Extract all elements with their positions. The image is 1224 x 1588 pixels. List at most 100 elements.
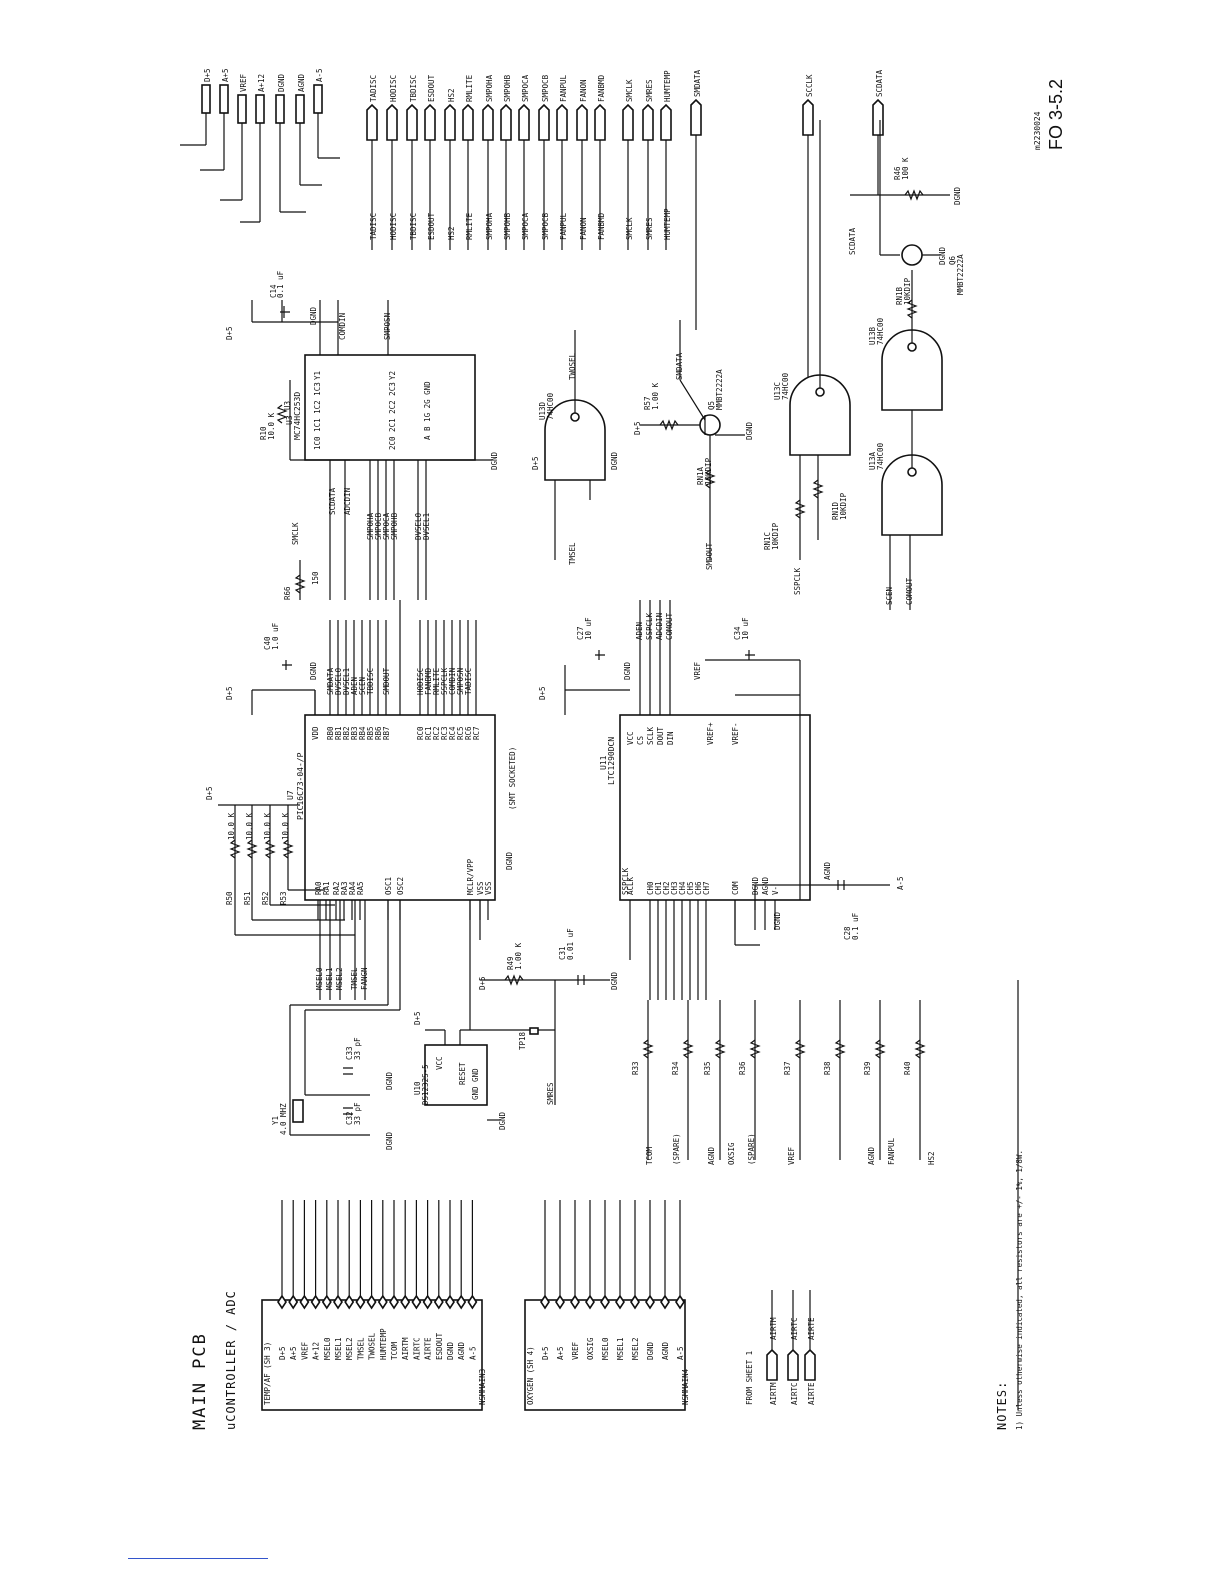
net-label-smclk: SMCLK bbox=[625, 217, 634, 240]
svg-text:C34: C34 bbox=[733, 626, 742, 640]
u7-net-comdin: COMDIN bbox=[448, 668, 457, 695]
svg-text:SMPOHA: SMPOHA bbox=[366, 512, 375, 540]
svg-text:TWOSEL: TWOSEL bbox=[568, 352, 577, 380]
from-sheet-1: FROM SHEET 1 AIRTMAIRTMAIRTCAIRTCAIRTEAI… bbox=[745, 1290, 816, 1405]
port-esdout bbox=[424, 103, 436, 141]
u11-pin-ch2: CH2 bbox=[662, 881, 671, 895]
pin-oxsig: OXSIG bbox=[586, 1337, 595, 1360]
u7-pin-ra4: RA4 bbox=[348, 881, 357, 895]
svg-text:10KDIP: 10KDIP bbox=[839, 492, 848, 520]
pin-tcom: TCOM bbox=[390, 1341, 399, 1360]
u11-pin-cs: CS bbox=[636, 735, 645, 745]
svg-text:VREF: VREF bbox=[693, 661, 702, 680]
svg-text:SMPOHB: SMPOHB bbox=[390, 512, 399, 540]
svg-text:D+5: D+5 bbox=[633, 421, 642, 435]
pin-d+5: D+5 bbox=[278, 1346, 287, 1360]
connector-temp-ref: NSMMAIN3 bbox=[478, 1369, 487, 1405]
note-1: 1) Unless otherwise indicated, all resis… bbox=[1015, 1150, 1024, 1430]
svg-text:33 pF: 33 pF bbox=[353, 1102, 362, 1125]
svg-text:DGND: DGND bbox=[505, 851, 514, 870]
adc-net-4: (SPARE) bbox=[747, 1133, 756, 1165]
crystal-ref: Y1 bbox=[271, 1116, 280, 1125]
svg-text:SMRES: SMRES bbox=[546, 1082, 555, 1105]
svg-text:DGND: DGND bbox=[385, 1131, 394, 1150]
adc-res-ref-7: R40 bbox=[903, 1061, 912, 1075]
u7-pin-vss: VSS bbox=[476, 881, 485, 895]
svg-text:DGND: DGND bbox=[623, 661, 632, 680]
adc-res-ref-4: R37 bbox=[783, 1061, 792, 1075]
u7-pin-osc1: OSC1 bbox=[384, 877, 393, 895]
pin-airte: AIRTE bbox=[424, 1337, 433, 1360]
connector-oxy-name: OXYGEN (SH 4) bbox=[526, 1346, 535, 1405]
svg-text:COMOUT: COMOUT bbox=[905, 577, 914, 605]
pin-vref: VREF bbox=[571, 1341, 580, 1360]
u11-pin-ch1: CH1 bbox=[654, 881, 663, 895]
adc-net-8: HS2 bbox=[927, 1151, 936, 1165]
svg-text:A-5: A-5 bbox=[896, 876, 905, 890]
svg-text:R57: R57 bbox=[643, 396, 652, 410]
svg-text:0.1 uF: 0.1 uF bbox=[276, 270, 285, 298]
u7-pin-ra3: RA3 bbox=[340, 881, 349, 895]
svg-text:R50: R50 bbox=[225, 891, 234, 905]
pin-airtm: AIRTM bbox=[401, 1337, 410, 1360]
u7-pin-rc7: RC7 bbox=[472, 726, 481, 740]
u11-pin-sclk: SCLK bbox=[646, 726, 655, 745]
u10-ref: U10 bbox=[413, 1081, 422, 1095]
svg-text:A+5: A+5 bbox=[221, 68, 230, 82]
svg-text:SSPCLK: SSPCLK bbox=[621, 867, 630, 895]
port-rmlite bbox=[462, 103, 474, 141]
svg-text:SMCLK: SMCLK bbox=[291, 522, 300, 545]
u3-ref: U3 bbox=[283, 401, 292, 410]
u7-net-fanbmd: FANBMD bbox=[424, 667, 433, 695]
svg-text:VREF: VREF bbox=[239, 73, 248, 92]
svg-text:MSEL0: MSEL0 bbox=[315, 967, 324, 990]
svg-text:DGND: DGND bbox=[309, 306, 318, 325]
pin-agnd: AGND bbox=[661, 1341, 670, 1360]
port-label-fanbmd: FANBMD bbox=[597, 74, 606, 102]
u7-net-hodisc: HODISC bbox=[416, 668, 425, 695]
svg-text:74HC00: 74HC00 bbox=[781, 372, 790, 400]
u7-pin-vdd: VDD bbox=[311, 726, 320, 740]
u10-reset: U10 DS1232S-5 VCC RESET GND GND D+5 DGND… bbox=[413, 900, 619, 1130]
u7-net-dvsel1: DVSEL1 bbox=[342, 668, 351, 695]
u11-pin-ch7: CH7 bbox=[702, 881, 711, 895]
svg-text:C31: C31 bbox=[558, 946, 567, 960]
svg-text:ADCDIN: ADCDIN bbox=[343, 488, 352, 515]
sheet-title: MAIN PCB bbox=[190, 1332, 210, 1430]
svg-text:R52: R52 bbox=[261, 891, 270, 905]
port-smres bbox=[642, 103, 654, 141]
pin-dgnd: DGND bbox=[446, 1341, 455, 1360]
svg-text:DGND: DGND bbox=[490, 451, 499, 470]
u11-pin-ch4: CH4 bbox=[678, 881, 687, 895]
connector-temp-name: TEMP/AF (SH 3) bbox=[263, 1342, 272, 1405]
u7-net-sspclk: SSPCLK bbox=[440, 667, 449, 695]
crystal-value: 4.0 MHZ bbox=[279, 1103, 288, 1135]
pullup-resistors: R50 R51 R52 R53 10.0 K 10.0 K 10.0 K 10.… bbox=[225, 805, 369, 1000]
svg-text:RESET: RESET bbox=[458, 1062, 467, 1085]
u7-pin-ra5: RA5 bbox=[356, 881, 365, 895]
net-label-esdout: ESDOUT bbox=[427, 212, 436, 240]
svg-text:DGND: DGND bbox=[385, 1071, 394, 1090]
svg-text:1C0 1C1 1C2 1C3: 1C0 1C1 1C2 1C3 bbox=[313, 382, 322, 450]
svg-text:2C0 2C1 2C2 2C3: 2C0 2C1 2C2 2C3 bbox=[388, 382, 397, 450]
net-label-smpohb: SMPOHB bbox=[503, 212, 512, 240]
net-label-fanon: FANON bbox=[579, 217, 588, 240]
net-label-rmlite: RMLITE bbox=[465, 212, 474, 240]
svg-text:74HC00: 74HC00 bbox=[876, 317, 885, 345]
svg-text:C27: C27 bbox=[576, 626, 585, 640]
svg-text:Y2: Y2 bbox=[388, 371, 397, 380]
port-smpocb bbox=[538, 103, 550, 141]
net-label-fanpul: FANPUL bbox=[559, 212, 568, 240]
adc-net-7: FANPUL bbox=[887, 1137, 896, 1165]
svg-text:D+5: D+5 bbox=[225, 686, 234, 700]
svg-text:AGND: AGND bbox=[297, 73, 306, 92]
u7-pin-rc5: RC5 bbox=[456, 726, 465, 740]
svg-text:10.0 K: 10.0 K bbox=[227, 812, 236, 840]
svg-text:RN1B: RN1B bbox=[895, 286, 904, 305]
svg-text:R49: R49 bbox=[506, 956, 515, 970]
pin-d+5: D+5 bbox=[541, 1346, 550, 1360]
port-label-hs2: HS2 bbox=[447, 88, 456, 102]
